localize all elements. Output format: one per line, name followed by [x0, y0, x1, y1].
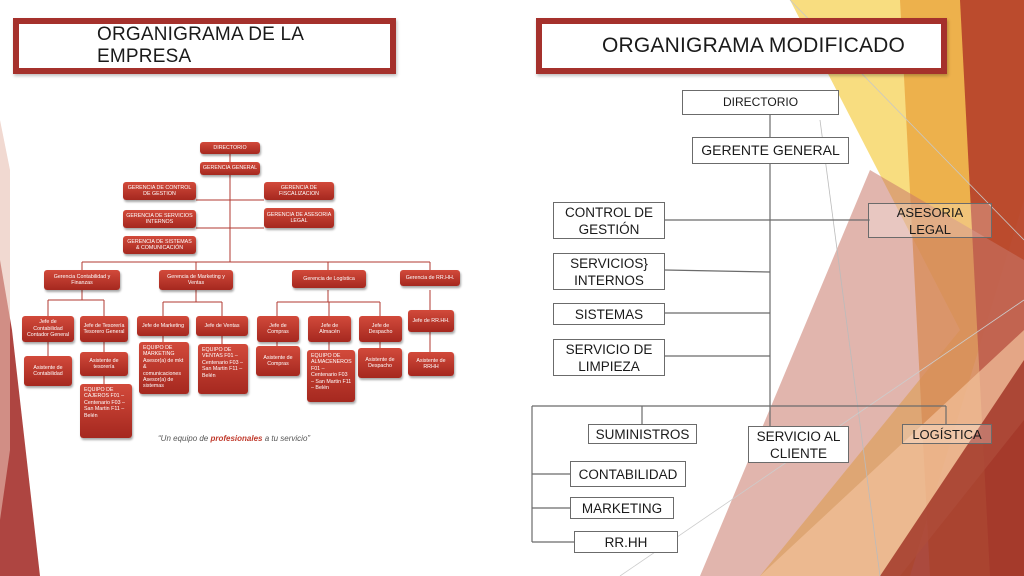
shard-thin-line — [819, 119, 881, 576]
node-control-gestion: GERENCIA DE CONTROL DE GESTION — [123, 182, 196, 200]
r-node-rrhh: RR.HH — [574, 531, 678, 553]
r-node-logistica: LOGÍSTICA — [902, 424, 992, 444]
node-asistente-compras: Asistente de Compras — [256, 346, 300, 376]
r-node-contabilidad: CONTABILIDAD — [570, 461, 686, 487]
node-asistente-contabilidad: Asistente de Contabilidad — [24, 356, 72, 386]
r-node-servicios-internos: SERVICIOS} INTERNOS — [553, 253, 665, 290]
left-title: ORGANIGRAMA DE LA EMPRESA — [97, 24, 304, 67]
slogan-part1: “Un equipo de — [158, 434, 211, 443]
node-jefe-despacho: Jefe de Despacho — [359, 316, 402, 342]
node-equipo-marketing: EQUIPO DE MARKETING Asesor(a) de mkt & c… — [139, 342, 189, 394]
node-fiscalizacion: GERENCIA DE FISCALIZACION — [264, 182, 334, 200]
r-node-control-gestion: CONTROL DE GESTIÓN — [553, 202, 665, 239]
node-rrhh: Gerencia de RR.HH. — [400, 270, 460, 286]
node-contabilidad: Gerencia Contabilidad y Finanzas — [44, 270, 120, 290]
node-jefe-compras: Jefe de Compras — [257, 316, 299, 342]
left-title-bar: ORGANIGRAMA DE LA EMPRESA — [13, 18, 396, 74]
node-asistente-rrhh: Asistente de RRHH — [408, 352, 454, 376]
r-node-marketing: MARKETING — [570, 497, 674, 519]
right-title: ORGANIGRAMA MODIFICADO — [602, 34, 906, 57]
node-jefe-rrhh: Jefe de RR.HH. — [408, 310, 454, 332]
slogan-part3: a tu servicio” — [262, 434, 311, 443]
node-equipo-almaceneros: EQUIPO DE ALMACENEROS F01 – Centenario F… — [307, 350, 355, 402]
r-node-servicio-cliente: SERVICIO AL CLIENTE — [748, 426, 849, 463]
node-asistente-despacho: Asistente de Despacho — [358, 348, 402, 378]
node-asistente-tesoreria: Asistente de tesorería — [80, 352, 128, 376]
node-servicios-internos: GERENCIA DE SERVICIOS INTERNOS — [123, 210, 196, 228]
node-equipo-ventas: EQUIPO DE VENTAS F01 – Centenario F03 – … — [198, 344, 248, 394]
node-jefe-ventas: Jefe de Ventas — [196, 316, 248, 336]
shard-dark-red — [880, 360, 1024, 576]
r-node-servicio-limpieza: SERVICIO DE LIMPIEZA — [553, 339, 665, 376]
r-node-directorio: DIRECTORIO — [682, 90, 839, 115]
node-marketing: Gerencia de Marketing y Ventas — [159, 270, 233, 290]
node-gerencia-general: GERENCIA GENERAL — [200, 162, 260, 175]
node-asesoria-legal: GERENCIA DE ASESORIA LEGAL — [264, 208, 334, 228]
node-jefe-contabilidad: Jefe de Contabilidad Contador General — [22, 316, 74, 342]
r-node-asesoria-legal: ASESORIA LEGAL — [868, 203, 992, 238]
r-node-suministros: SUMINISTROS — [588, 424, 697, 444]
slogan-part2: profesionales — [210, 434, 263, 443]
right-title-bar: ORGANIGRAMA MODIFICADO — [536, 18, 947, 74]
node-equipo-cajeros: EQUIPO DE CAJEROS F01 – Centenario F03 –… — [80, 384, 132, 438]
slogan: “Un equipo de profesionales a tu servici… — [158, 434, 310, 443]
node-jefe-tesoreria: Jefe de Tesorería Tesorero General — [80, 316, 128, 342]
r-node-sistemas: SISTEMAS — [553, 303, 665, 325]
node-jefe-almacen: Jefe de Almacén — [308, 316, 351, 342]
node-jefe-marketing: Jefe de Marketing — [137, 316, 189, 336]
shard-peach — [760, 330, 1024, 576]
shard-left-pale — [0, 120, 10, 520]
node-directorio: DIRECTORIO — [200, 142, 260, 154]
r-node-gerente-general: GERENTE GENERAL — [692, 137, 849, 164]
node-sistemas: GERENCIA DE SISTEMAS & COMUNICACIÓN — [123, 236, 196, 254]
node-logistica: Gerencia de Logística — [292, 270, 366, 288]
